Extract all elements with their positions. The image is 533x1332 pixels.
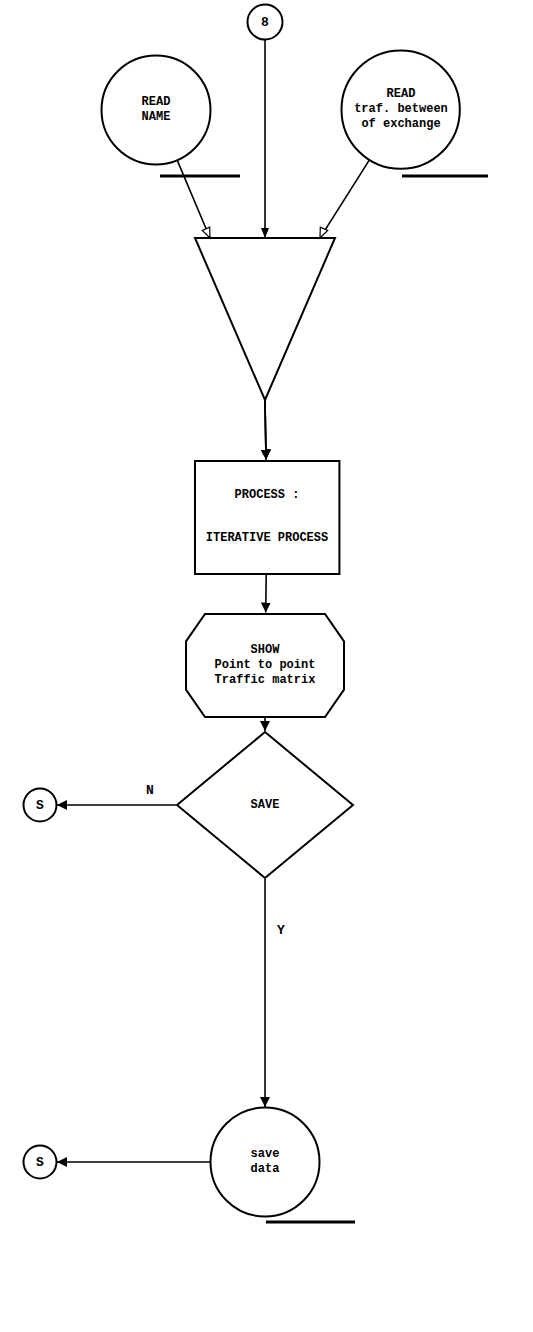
node-heading: READ: [387, 87, 416, 102]
outline-shape: [211, 1108, 320, 1217]
flow-arrow: [264, 879, 266, 1107]
outline-shape: [195, 461, 339, 574]
node-heading: SAVE: [251, 798, 280, 813]
open-arrow-head: [202, 227, 210, 238]
branch-label: N: [144, 783, 156, 798]
connector-circle: S: [22, 787, 58, 823]
storage-underline: [402, 175, 488, 178]
node-heading: S: [36, 1155, 44, 1170]
decision-diamond: SAVE: [176, 731, 354, 879]
outline-shape: [24, 1146, 57, 1179]
node-heading: 8: [261, 15, 269, 30]
node-text: traf. between of exchange: [349, 102, 453, 132]
input-circle: READNAME: [100, 54, 212, 166]
storage-underline: [160, 175, 240, 178]
merge-triangle: [195, 238, 335, 400]
node-outline: [194, 460, 340, 575]
storage-circle: save data: [209, 1106, 321, 1218]
connector-circle: 8: [246, 3, 284, 41]
open-arrow-head: [320, 227, 328, 238]
outline-shape: [24, 789, 57, 822]
outline-shape: [186, 614, 344, 717]
branch-label: Y: [275, 923, 287, 938]
process-box: PROCESS : ITERATIVE PROCESS: [194, 460, 340, 575]
flow-arrow: [57, 804, 176, 806]
outline-shape: [177, 732, 353, 878]
node-text: NAME: [142, 110, 171, 125]
node-heading: save data: [241, 1147, 289, 1177]
storage-underline: [266, 1221, 355, 1224]
input-circle: READtraf. between of exchange: [340, 49, 461, 170]
node-heading: SHOW: [251, 643, 280, 658]
outline-shape: [248, 5, 283, 40]
outline-shape: [102, 56, 211, 165]
flow-arrow: [57, 1161, 210, 1163]
display-hexagon: SHOWPoint to point Traffic matrix: [185, 613, 345, 718]
node-heading: S: [36, 798, 44, 813]
arrow-head: [261, 228, 269, 238]
outline-shape: [342, 51, 460, 169]
node-heading: PROCESS :: [235, 488, 300, 503]
node-heading: READ: [142, 95, 171, 110]
flow-arrow: [265, 575, 267, 613]
connector-circle: S: [22, 1144, 58, 1180]
node-text: ITERATIVE PROCESS: [206, 531, 328, 546]
node-text: Point to point Traffic matrix: [203, 658, 327, 688]
flow-arrow: [264, 718, 266, 732]
